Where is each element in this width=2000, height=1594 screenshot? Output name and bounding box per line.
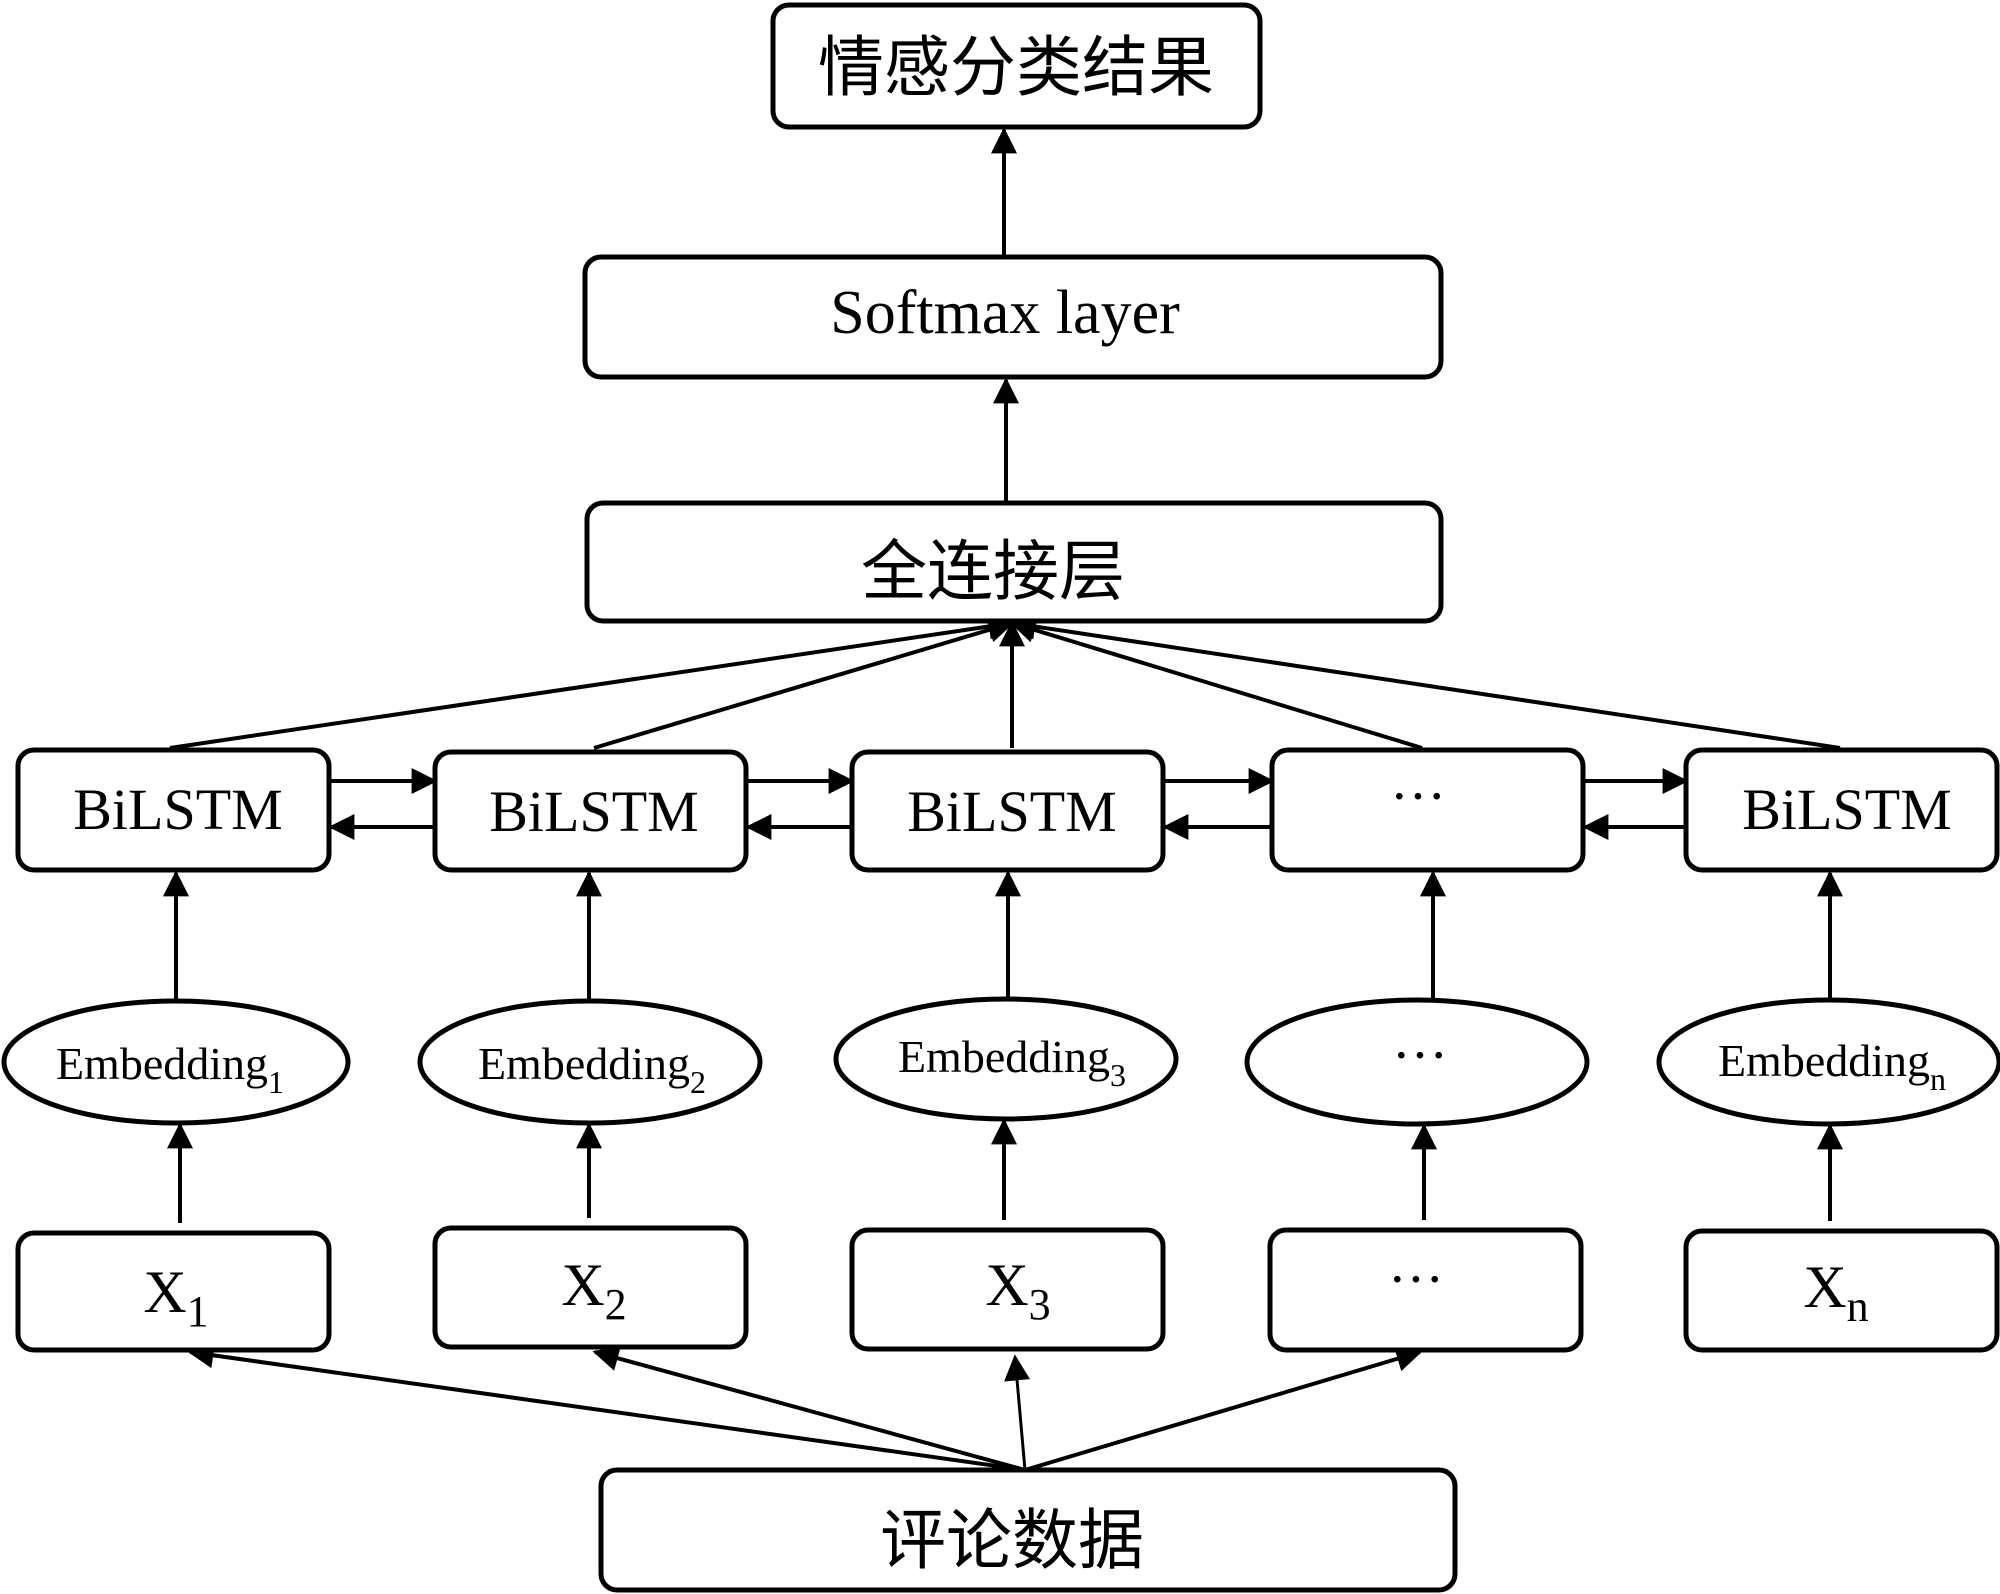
input-node-subscript: n [1847, 1282, 1869, 1331]
input-node-label: X [1803, 1254, 1846, 1320]
svg-text:Embedding1: Embedding1 [56, 1038, 284, 1100]
input-node-label: X [985, 1252, 1028, 1318]
embedding-node: Embedding1 [1, 998, 351, 1126]
dense-node: 全连接层 [584, 500, 1444, 624]
input-node-subscript: 1 [187, 1287, 209, 1336]
embedding-ellipsis-label: ··· [1392, 1025, 1448, 1087]
input-node-subscript: 3 [1029, 1280, 1051, 1329]
input-ellipsis-node: ··· [1267, 1227, 1584, 1353]
edge-bilstm-to-dense [169, 613, 1015, 750]
bilstm-node-label: BiLSTM [489, 779, 699, 844]
edges-layer [163, 127, 1843, 1472]
softmax-node-label: Softmax layer [830, 279, 1180, 347]
source-node-label: 评论数据 [880, 1502, 1144, 1579]
svg-text:X1: X1 [143, 1259, 208, 1336]
svg-text:X2: X2 [561, 1252, 626, 1329]
embedding-node: Embedding3 [833, 996, 1179, 1122]
input-node-subscript: 2 [605, 1280, 627, 1329]
embedding-ellipsis-node: ··· [1244, 997, 1590, 1127]
edge-bilstm-to-dense [593, 617, 1015, 750]
edge-source-to-input [1004, 1354, 1031, 1471]
bilstm-node: BiLSTM [849, 749, 1166, 873]
input-node-label: X [143, 1259, 186, 1325]
bilstm-node: BiLSTM [15, 747, 332, 873]
svg-text:X3: X3 [985, 1252, 1050, 1329]
embedding-row: Embedding1 Embedding2 Embedding3 ··· Emb… [1, 996, 2000, 1127]
output-node: 情感分类结果 [770, 2, 1263, 130]
svg-text:Embedding2: Embedding2 [478, 1038, 706, 1100]
input-node: X1 [15, 1230, 332, 1353]
bilstm-node-label: BiLSTM [907, 779, 1117, 844]
input-node: Xn [1683, 1228, 2000, 1353]
bilstm-node-label: BiLSTM [73, 777, 283, 842]
svg-text:Embeddingn: Embeddingn [1718, 1035, 1946, 1097]
input-ellipsis-label: ··· [1388, 1249, 1444, 1311]
input-node-label: X [561, 1252, 604, 1318]
input-row: X1 X2 X3 ··· Xn [15, 1225, 2000, 1353]
bilstm-node-label: BiLSTM [1742, 777, 1952, 842]
softmax-node: Softmax layer [582, 254, 1444, 380]
embedding-node-label: Embedding [478, 1038, 690, 1089]
bilstm-node: BiLSTM [1683, 747, 2000, 873]
embedding-node: Embedding2 [417, 998, 763, 1126]
embedding-node-subscript: n [1930, 1061, 1946, 1097]
svg-text:Xn: Xn [1803, 1254, 1868, 1331]
output-node-label: 情感分类结果 [818, 29, 1214, 106]
bilstm-ellipsis-node: ··· [1269, 747, 1586, 873]
bilstm-row: BiLSTM BiLSTM BiLSTM ··· BiLSTM [15, 747, 2000, 873]
bilstm-ellipsis-label: ··· [1390, 766, 1446, 828]
edge-source-to-input [187, 1342, 1026, 1472]
embedding-node-subscript: 3 [1110, 1057, 1126, 1093]
input-node: X2 [432, 1225, 749, 1350]
embedding-node-subscript: 1 [268, 1064, 284, 1100]
svg-text:Embedding3: Embedding3 [898, 1031, 1126, 1093]
embedding-node: Embeddingn [1656, 997, 2000, 1127]
embedding-node-label: Embedding [56, 1038, 268, 1089]
embedding-node-label: Embedding [1718, 1035, 1930, 1086]
edge-source-to-input [1024, 1346, 1423, 1472]
edge-bilstm-to-dense [1009, 617, 1423, 750]
input-node: X3 [849, 1227, 1166, 1352]
edge-bilstm-to-dense [1009, 613, 1841, 750]
embedding-node-subscript: 2 [690, 1064, 706, 1100]
source-node: 评论数据 [598, 1467, 1458, 1593]
dense-node-label: 全连接层 [861, 533, 1125, 610]
edge-source-to-input [592, 1345, 1026, 1472]
bilstm-node: BiLSTM [432, 749, 749, 873]
embedding-node-label: Embedding [898, 1031, 1110, 1082]
